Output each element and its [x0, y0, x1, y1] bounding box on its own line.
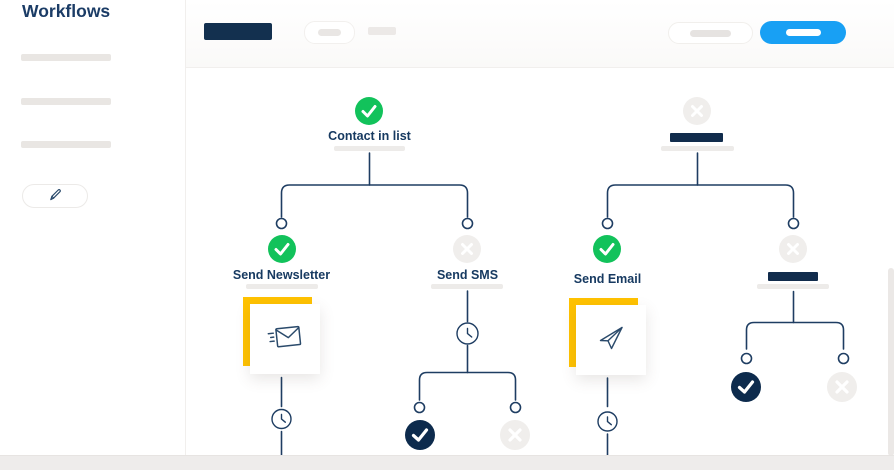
branch-port-icon — [601, 217, 614, 230]
workflow-name-placeholder — [204, 23, 272, 40]
node-label: Contact in list — [328, 129, 411, 143]
right-branch-no-status-skipped-icon[interactable] — [827, 372, 857, 402]
primary-button[interactable] — [760, 21, 846, 44]
clock-icon — [271, 408, 292, 430]
node-newsletter-status-success-icon[interactable] — [268, 235, 296, 263]
toolbar-placeholder-bar — [368, 27, 396, 35]
label-underline — [334, 146, 405, 151]
label-underline — [431, 284, 503, 289]
newsletter-card[interactable] — [243, 297, 320, 374]
secondary-button[interactable] — [668, 22, 753, 44]
branch-port-icon — [837, 352, 850, 365]
label-underline — [661, 146, 734, 151]
bottom-bar — [0, 455, 894, 470]
branch-port-icon — [461, 217, 474, 230]
page-title: Workflows — [22, 1, 111, 21]
card-accent — [243, 297, 312, 304]
node-label-placeholder — [670, 133, 723, 142]
clock-icon — [456, 322, 479, 345]
workflow-toggle-pill[interactable] — [304, 21, 355, 44]
envelope-icon — [265, 322, 304, 357]
sms-branch-no-status-skipped-icon[interactable] — [500, 420, 530, 450]
paper-plane-icon — [597, 324, 625, 357]
sidebar-skeleton-bar — [21, 141, 111, 148]
node-label: Send Email — [573, 272, 642, 286]
node-label-placeholder — [768, 272, 818, 281]
node-email-status-success-icon[interactable] — [593, 235, 621, 263]
pencil-icon — [48, 187, 63, 205]
toolbar — [186, 0, 894, 68]
card-accent — [569, 298, 576, 367]
root-right-status-skipped-icon[interactable] — [683, 97, 711, 125]
branch-port-icon — [413, 401, 426, 414]
clock-icon — [597, 411, 618, 432]
branch-port-icon — [740, 352, 753, 365]
primary-button-placeholder — [785, 29, 821, 36]
edit-workflow-button[interactable] — [22, 184, 88, 208]
label-underline — [246, 284, 318, 289]
sms-branch-yes-status-done-icon[interactable] — [405, 420, 435, 450]
node-contact-status-success-icon[interactable] — [355, 97, 383, 125]
secondary-button-placeholder — [690, 29, 731, 37]
card-accent — [569, 298, 638, 305]
branch-port-icon — [275, 217, 288, 230]
label-underline — [757, 284, 829, 289]
node-label: Send Newsletter — [232, 268, 331, 282]
toggle-placeholder-bar — [318, 29, 341, 36]
sidebar-skeleton-bar — [21, 54, 111, 61]
sidebar: Workflows — [0, 0, 186, 470]
email-card[interactable] — [569, 298, 646, 375]
node-label: Send SMS — [436, 268, 499, 282]
node-sms-status-skipped-icon[interactable] — [453, 235, 481, 263]
branch-port-icon — [787, 217, 800, 230]
right-branch-yes-status-done-icon[interactable] — [731, 372, 761, 402]
branch-right-status-skipped-icon[interactable] — [779, 235, 807, 263]
branch-port-icon — [509, 401, 522, 414]
vertical-scrollbar[interactable] — [888, 268, 894, 456]
card-accent — [243, 297, 250, 366]
sidebar-skeleton-bar — [21, 98, 111, 105]
